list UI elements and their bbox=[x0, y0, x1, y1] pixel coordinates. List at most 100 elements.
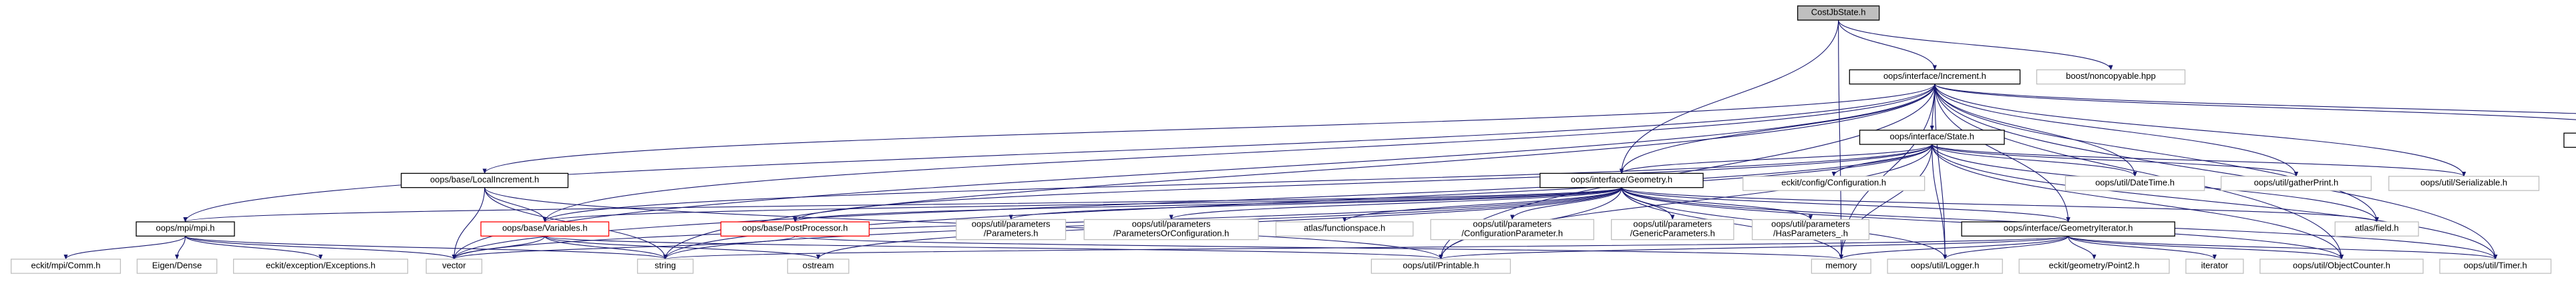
node-vector[interactable]: vector bbox=[425, 259, 483, 274]
node-datetime[interactable]: oops/util/DateTime.h bbox=[2064, 176, 2205, 191]
node-noncopyable[interactable]: boost/noncopyable.hpp bbox=[2036, 69, 2186, 85]
edge-geoiter-to-iterator bbox=[2068, 235, 2217, 260]
node-eigen[interactable]: Eigen/Dense bbox=[136, 259, 218, 274]
node-label-noncopyable: boost/noncopyable.hpp bbox=[2066, 72, 2155, 82]
node-box-paramsconf bbox=[1083, 219, 1259, 241]
node-box-logger bbox=[1887, 259, 2003, 274]
edge-mpi-to-eigen bbox=[174, 236, 186, 260]
node-geoiter[interactable]: oops/interface/GeometryIterator.h bbox=[1961, 221, 2175, 237]
node-box-coststate bbox=[1797, 5, 1880, 21]
node-box-gendep bbox=[2563, 132, 2576, 148]
node-box-printable bbox=[1370, 259, 1511, 274]
node-label-hasparam: oops/util/parameters/HasParameters_.h bbox=[1771, 219, 1850, 239]
node-variables[interactable]: oops/base/Variables.h bbox=[480, 221, 610, 237]
node-box-eckitcomm bbox=[10, 259, 122, 274]
node-box-iterator bbox=[2185, 259, 2244, 274]
edge-increment-to-duration bbox=[1934, 84, 2576, 114]
node-box-string bbox=[636, 259, 694, 274]
node-memory[interactable]: memory bbox=[1811, 259, 1871, 274]
node-label-confparam: oops/util/parameters/ConfigurationParame… bbox=[1461, 219, 1563, 239]
node-label-geometry: oops/interface/Geometry.h bbox=[1571, 174, 1672, 184]
edge-increment-to-objcounter bbox=[1934, 84, 2344, 260]
node-confparam[interactable]: oops/util/parameters/ConfigurationParame… bbox=[1430, 219, 1594, 241]
node-increment[interactable]: oops/interface/Increment.h bbox=[1849, 69, 2021, 85]
edge-geometry-to-mpi bbox=[183, 187, 1622, 223]
node-label-coststate: CostJbState.h bbox=[1811, 7, 1866, 17]
node-label-eigen: Eigen/Dense bbox=[152, 261, 202, 271]
node-funcspace[interactable]: atlas/functionspace.h bbox=[1275, 221, 1414, 237]
node-eckitcomm[interactable]: eckit/mpi/Comm.h bbox=[10, 259, 122, 274]
node-localinc[interactable]: oops/base/LocalIncrement.h bbox=[401, 172, 569, 188]
node-box-geometry bbox=[1539, 172, 1704, 188]
node-label-objcounter: oops/util/ObjectCounter.h bbox=[2293, 261, 2390, 271]
edge-geometry-to-hasparam bbox=[1621, 187, 1813, 221]
node-label-string: string bbox=[655, 261, 676, 271]
node-label-geoiter: oops/interface/GeometryIterator.h bbox=[2004, 223, 2133, 233]
node-label-params: oops/util/parameters/Parameters.h bbox=[972, 219, 1051, 239]
node-iterator[interactable]: iterator bbox=[2185, 259, 2244, 274]
node-hasparam[interactable]: oops/util/parameters/HasParameters_.h bbox=[1751, 219, 1870, 241]
node-timer[interactable]: oops/util/Timer.h bbox=[2439, 259, 2552, 274]
edge-state-to-timer bbox=[1931, 144, 2498, 260]
node-label-logger: oops/util/Logger.h bbox=[1911, 261, 1980, 271]
node-paramsconf[interactable]: oops/util/parameters/ParametersOrConfigu… bbox=[1083, 219, 1259, 241]
edge-state-to-vector bbox=[451, 144, 1933, 260]
edge-state-to-datetime bbox=[1931, 144, 2137, 177]
node-gatherprint[interactable]: oops/util/gatherPrint.h bbox=[2220, 176, 2372, 191]
node-box-eigen bbox=[136, 259, 218, 274]
node-label-localinc: oops/base/LocalIncrement.h bbox=[430, 174, 539, 184]
edge-increment-to-timer bbox=[1934, 84, 2498, 260]
edge-geometry-to-paramsconf bbox=[1169, 187, 1622, 221]
node-coststate[interactable]: CostJbState.h bbox=[1797, 5, 1880, 21]
edge-mpi-to-string bbox=[184, 235, 667, 260]
edge-geometry-to-funcspace bbox=[1342, 187, 1622, 223]
edge-increment-to-localinc bbox=[482, 84, 1936, 174]
node-string[interactable]: string bbox=[636, 259, 694, 274]
node-layer: CostJbState.h oops/interface/Increment.h b… bbox=[10, 5, 2576, 274]
node-eckitexc[interactable]: eckit/exception/Exceptions.h bbox=[232, 259, 409, 274]
node-eckitconfig[interactable]: eckit/config/Configuration.h bbox=[1742, 176, 1925, 191]
edge-geoiter-to-memory bbox=[1839, 235, 2069, 260]
node-box-eckitexc bbox=[232, 259, 409, 274]
node-geometry[interactable]: oops/interface/Geometry.h bbox=[1539, 172, 1704, 188]
edge-state-to-gatherprint bbox=[1931, 144, 2298, 177]
node-atlasfield[interactable]: atlas/field.h bbox=[2334, 221, 2419, 237]
node-logger[interactable]: oops/util/Logger.h bbox=[1887, 259, 2003, 274]
node-label-eckitexc: eckit/exception/Exceptions.h bbox=[266, 261, 375, 271]
node-printable[interactable]: oops/util/Printable.h bbox=[1370, 259, 1511, 274]
node-gendep[interactable]: oops/base/GeneralizedDepartures.h bbox=[2563, 132, 2576, 148]
edge-geoiter-to-printable bbox=[1439, 235, 2069, 260]
edge-state-to-printable bbox=[1439, 144, 1933, 260]
node-box-memory bbox=[1811, 259, 1871, 274]
node-box-mpi bbox=[136, 221, 235, 237]
node-box-increment bbox=[1849, 69, 2021, 85]
node-label-state: oops/interface/State.h bbox=[1890, 132, 1974, 142]
node-postproc[interactable]: oops/base/PostProcessor.h bbox=[720, 221, 870, 237]
node-objcounter[interactable]: oops/util/ObjectCounter.h bbox=[2259, 259, 2424, 274]
node-label-postproc: oops/base/PostProcessor.h bbox=[742, 223, 848, 233]
node-ostream[interactable]: ostream bbox=[787, 259, 850, 274]
node-box-objcounter bbox=[2259, 259, 2424, 274]
node-box-eckitconfig bbox=[1742, 176, 1925, 191]
node-params[interactable]: oops/util/parameters/Parameters.h bbox=[956, 219, 1067, 241]
node-serializable[interactable]: oops/util/Serializable.h bbox=[2388, 176, 2540, 191]
node-mpi[interactable]: oops/mpi/mpi.h bbox=[136, 221, 235, 237]
node-state[interactable]: oops/interface/State.h bbox=[1859, 130, 2005, 145]
node-box-noncopyable bbox=[2036, 69, 2186, 85]
edge-postproc-to-memory bbox=[794, 235, 1843, 260]
edge-coststate-to-noncopyable bbox=[1838, 19, 2113, 71]
edge-coststate-to-increment bbox=[1838, 20, 1937, 71]
edge-variables-to-ostream bbox=[544, 235, 820, 260]
node-box-hasparam bbox=[1751, 219, 1870, 241]
node-genparam[interactable]: oops/util/parameters/GenericParameters.h bbox=[1611, 219, 1734, 241]
node-label-serializable: oops/util/Serializable.h bbox=[2420, 178, 2507, 188]
node-box-params bbox=[956, 219, 1067, 241]
node-label-paramsconf: oops/util/parameters/ParametersOrConfigu… bbox=[1113, 219, 1229, 239]
node-point2[interactable]: eckit/geometry/Point2.h bbox=[2018, 259, 2170, 274]
node-label-iterator: iterator bbox=[2201, 261, 2229, 271]
node-box-point2 bbox=[2018, 259, 2170, 274]
edge-state-to-geometry bbox=[1620, 144, 1933, 174]
edge-geometry-to-atlasfield bbox=[1621, 187, 2379, 223]
edge-increment-to-gatherprint bbox=[1934, 84, 2299, 177]
